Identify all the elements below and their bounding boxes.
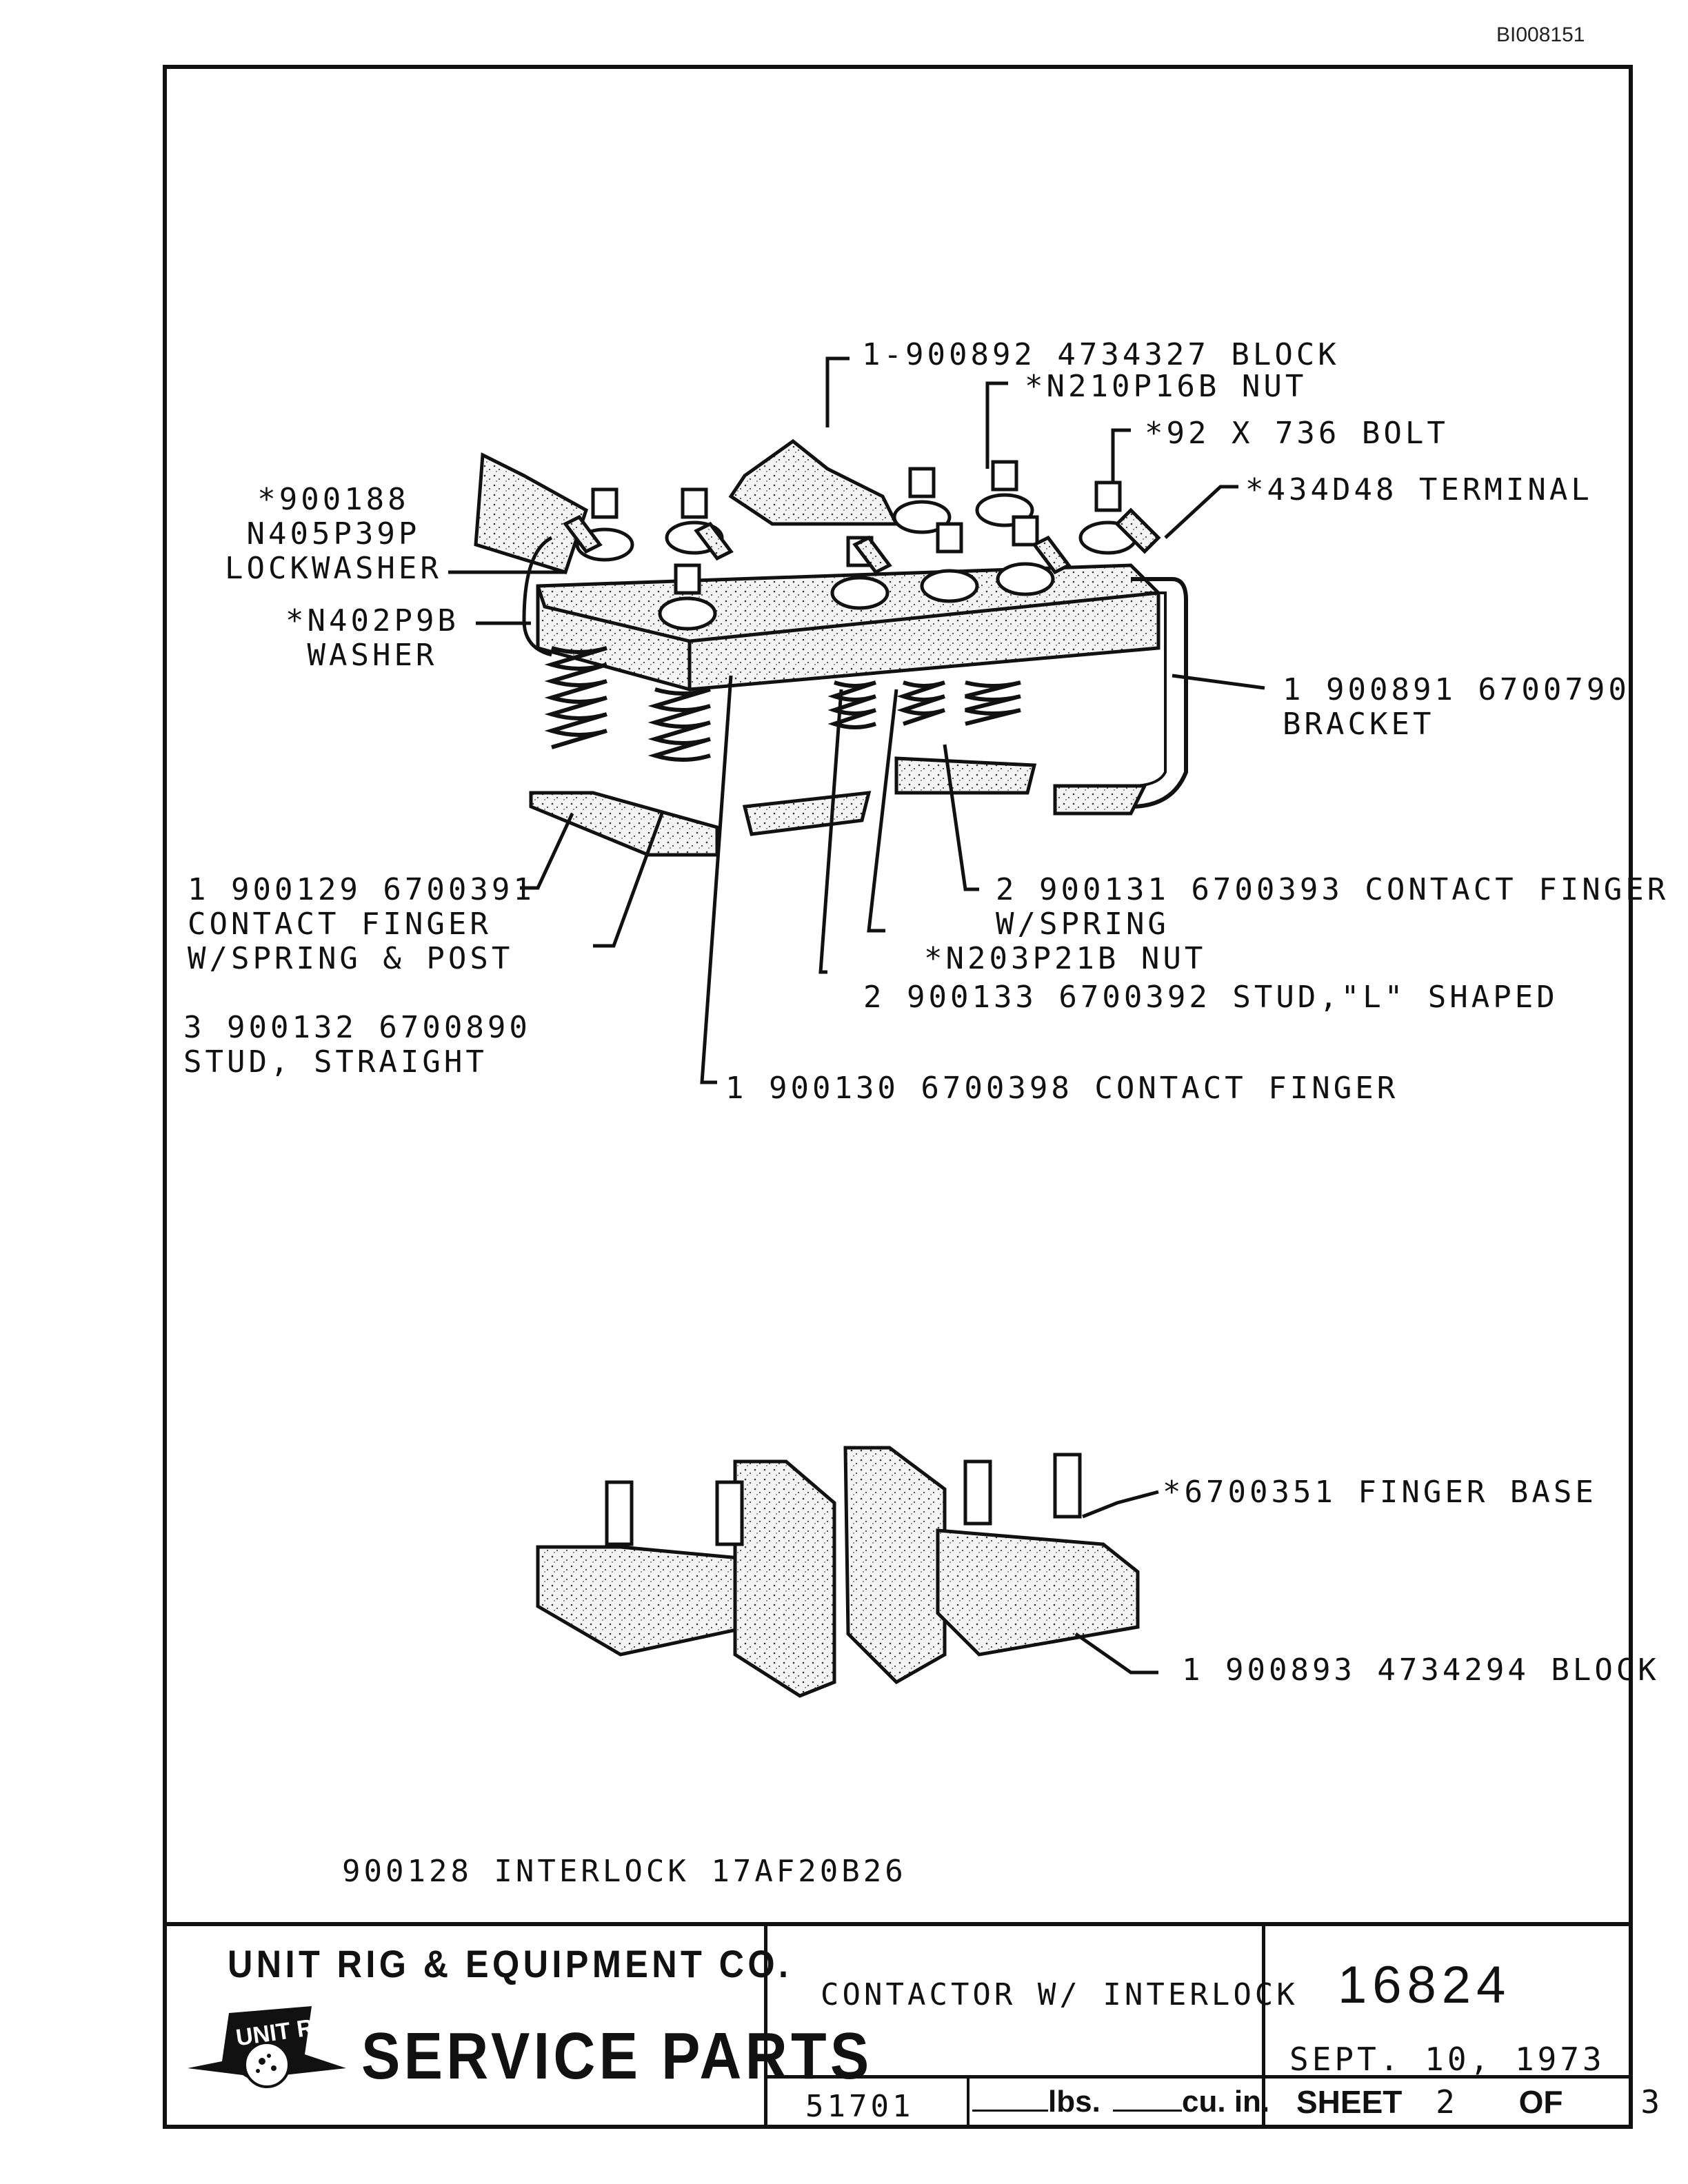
of-label: OF	[1518, 2084, 1563, 2120]
weight-volume-fields: lbs. cu. in.	[972, 2085, 1269, 2119]
sheet-total: 3	[1640, 2083, 1660, 2121]
callout-lockwasher: *900188 N405P39P LOCKWASHER	[225, 482, 442, 586]
tb-divider-2	[1262, 1922, 1265, 2129]
upper-assembly	[474, 438, 1188, 857]
part-number: 16824	[1338, 1956, 1511, 2014]
leader-lines-upper	[448, 356, 1265, 1084]
callout-bracket: 1 900891 6700790 BRACKET	[1283, 672, 1630, 742]
lower-riser-2	[843, 1446, 947, 1685]
bracket	[1062, 577, 1188, 809]
callout-washer: *N402P9B WASHER	[285, 603, 459, 673]
finger-right	[894, 756, 1037, 795]
callout-block-bottom: 1 900893 4734294 BLOCK	[1182, 1652, 1660, 1688]
sheet-number: 2	[1436, 2083, 1455, 2121]
callout-contact-finger-spring: 2 900131 6700393 CONTACT FINGER W/SPRING	[996, 872, 1669, 942]
tb-top-rule	[163, 1922, 1633, 1926]
lower-assembly	[536, 1446, 1140, 1698]
studs-nuts	[575, 460, 1138, 631]
service-parts-heading: SERVICE PARTS	[361, 2019, 873, 2093]
drawing-code: 51701	[805, 2089, 914, 2124]
cuin-label: cu. in.	[1182, 2085, 1270, 2119]
assembly-title: 900128 INTERLOCK 17AF20B26	[342, 1854, 907, 1889]
callout-contact-finger-post: 1 900129 6700391 CONTACT FINGER W/SPRING…	[188, 872, 535, 976]
sheet-label: SHEET	[1296, 2084, 1403, 2120]
drawing-description: CONTACTOR W/ INTERLOCK	[821, 1977, 1298, 2012]
lower-right-block	[936, 1528, 1140, 1657]
callout-nut-n210: *N210P16B NUT	[1025, 369, 1307, 404]
callout-finger-base: *6700351 FINGER BASE	[1163, 1475, 1597, 1510]
finger-mid	[742, 791, 872, 836]
callout-bolt: *92 X 736 BOLT	[1145, 416, 1449, 451]
rear-block	[728, 438, 900, 526]
leader-lines-lower	[1074, 1490, 1159, 1675]
callout-terminal: *434D48 TERMINAL	[1245, 472, 1593, 507]
callout-stud-straight: 3 900132 6700890 STUD, STRAIGHT	[183, 1010, 531, 1080]
callout-stud-l: 2 900133 6700392 STUD,"L" SHAPED	[863, 980, 1558, 1015]
callout-nut-n203: *N203P21B NUT	[924, 941, 1207, 976]
company-name: UNIT RIG & EQUIPMENT CO.	[228, 1942, 792, 1985]
drawing-frame	[163, 65, 1633, 2129]
tb-bottom-rule	[764, 2075, 1633, 2079]
document-id: BI008151	[1496, 23, 1585, 46]
unit-rig-logo-icon: UNIT RIG	[188, 2006, 346, 2088]
left-tab	[474, 452, 589, 575]
finger-base-posts	[605, 1453, 1082, 1546]
drawing-date: SEPT. 10, 1973	[1289, 2041, 1605, 2078]
sheet-info: SHEET 2 OF 3	[1296, 2083, 1660, 2121]
callout-block-top: 1-900892 4734327 BLOCK	[862, 337, 1340, 372]
tb-divider-3	[967, 2075, 969, 2129]
tb-divider-1	[764, 1922, 767, 2129]
lbs-label: lbs.	[1048, 2085, 1101, 2119]
terminals	[563, 507, 1161, 575]
callout-contact-finger: 1 900130 6700398 CONTACT FINGER	[725, 1071, 1399, 1106]
lower-riser-1	[733, 1459, 836, 1698]
